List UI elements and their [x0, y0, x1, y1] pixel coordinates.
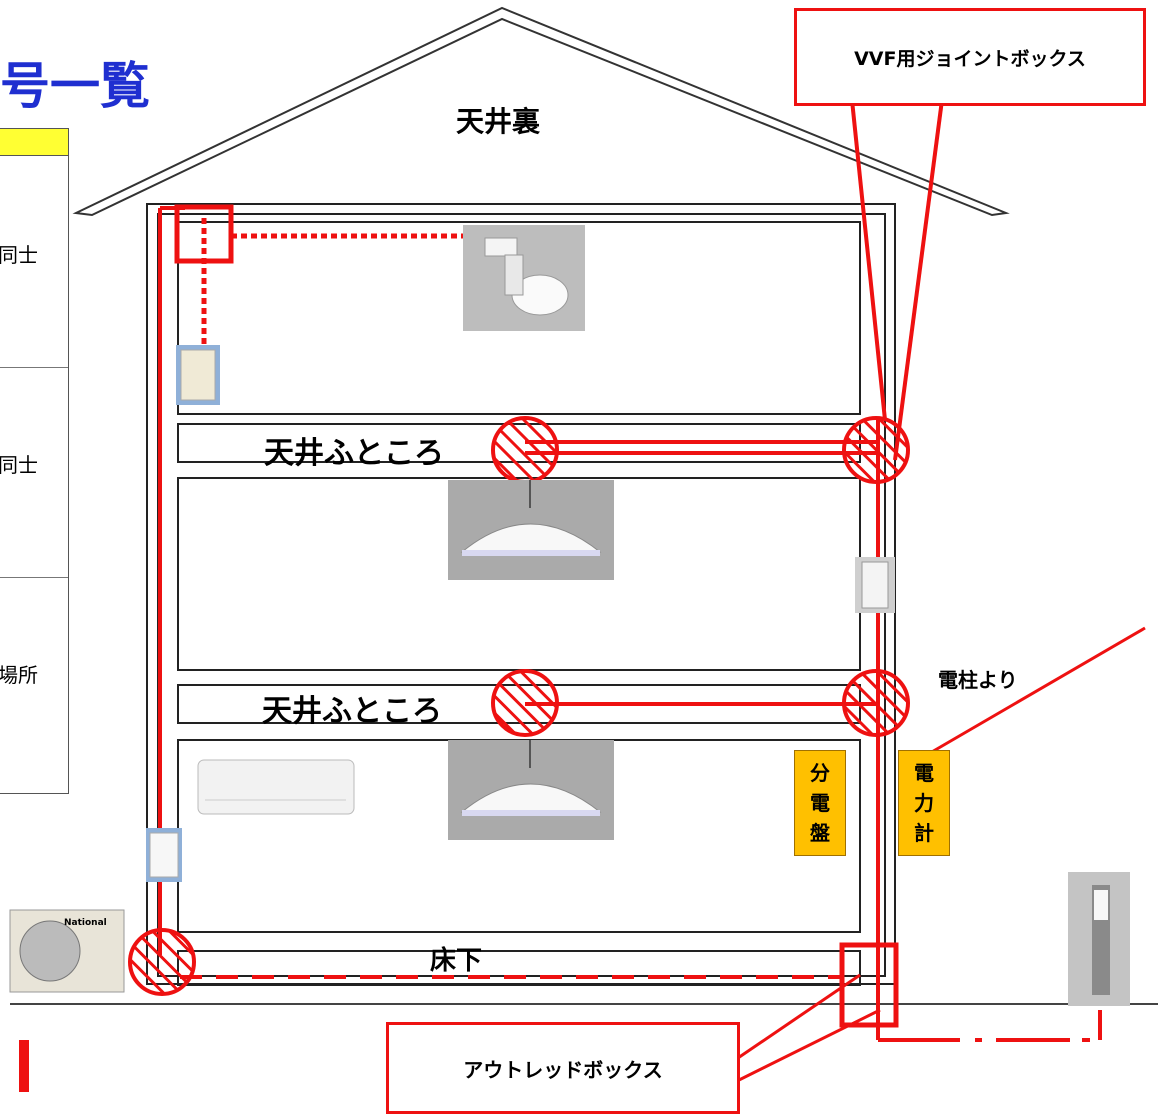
- underfloor-space: [177, 950, 861, 986]
- garden-light-wire: [878, 1010, 1102, 1042]
- legend-row-divider-1: [0, 367, 68, 368]
- garden-light-image: [1068, 872, 1130, 1006]
- underfloor-label: 床下: [430, 946, 483, 976]
- legend-table: 同士 同士 場所: [0, 128, 69, 794]
- distribution-board-char-2: 電: [810, 791, 830, 815]
- outlet-upper-image: [176, 345, 220, 405]
- outlet-lower-image: [146, 828, 182, 882]
- from-pole-label: 電柱より: [938, 668, 1018, 692]
- outlet-box-callout: アウトレッドボックス: [386, 1022, 740, 1114]
- penetration-marks: [128, 416, 910, 996]
- attic-label: 天井裏: [456, 105, 541, 138]
- power-meter-char-1: 電: [914, 761, 934, 785]
- roof-outline: [72, 6, 1010, 217]
- page-title: 号一覧: [0, 56, 150, 115]
- outlet-box-underfloor: [839, 942, 899, 1028]
- outdoor-unit-brand: National: [64, 918, 107, 928]
- legend-row-2-text: 同士: [0, 453, 38, 477]
- power-meter-char-2: 力: [914, 791, 934, 815]
- pendant-lamp-upper-image: [448, 480, 614, 580]
- air-conditioner-indoor-image: [197, 759, 355, 815]
- legend-row-divider-2: [0, 577, 68, 578]
- spotlight-image: [463, 225, 585, 331]
- legend-header: [0, 129, 68, 156]
- legend-row-1-text: 同士: [0, 243, 38, 267]
- power-meter: 電 力 計: [898, 750, 950, 856]
- joint-box-callout-text: VVF用ジョイントボックス: [854, 47, 1086, 70]
- penetration-lower-right: [842, 669, 910, 737]
- penetration-underfloor-left: [128, 928, 196, 996]
- outdoor-unit-image: [9, 909, 125, 993]
- penetration-upper-center: [491, 416, 559, 484]
- distribution-board-char-1: 分: [810, 761, 830, 785]
- ceiling-space-upper-label: 天井ふところ: [264, 436, 444, 471]
- joint-box-callout: VVF用ジョイントボックス: [794, 8, 1146, 106]
- penetration-upper-right: [842, 416, 910, 484]
- distribution-board: 分 電 盤: [794, 750, 846, 856]
- power-meter-char-3: 計: [914, 821, 934, 845]
- outlet-box-callout-text: アウトレッドボックス: [463, 1057, 663, 1082]
- legend-row-3-text: 場所: [0, 663, 38, 687]
- room-attic-floor: [177, 221, 861, 415]
- wall-switch-image: [855, 557, 895, 613]
- ceiling-space-lower-label: 天井ふところ: [262, 694, 442, 729]
- distribution-board-char-3: 盤: [810, 821, 830, 845]
- penetration-lower-center: [491, 669, 559, 737]
- dotted-wire: [201, 218, 465, 348]
- pendant-lamp-lower-image: [448, 740, 614, 840]
